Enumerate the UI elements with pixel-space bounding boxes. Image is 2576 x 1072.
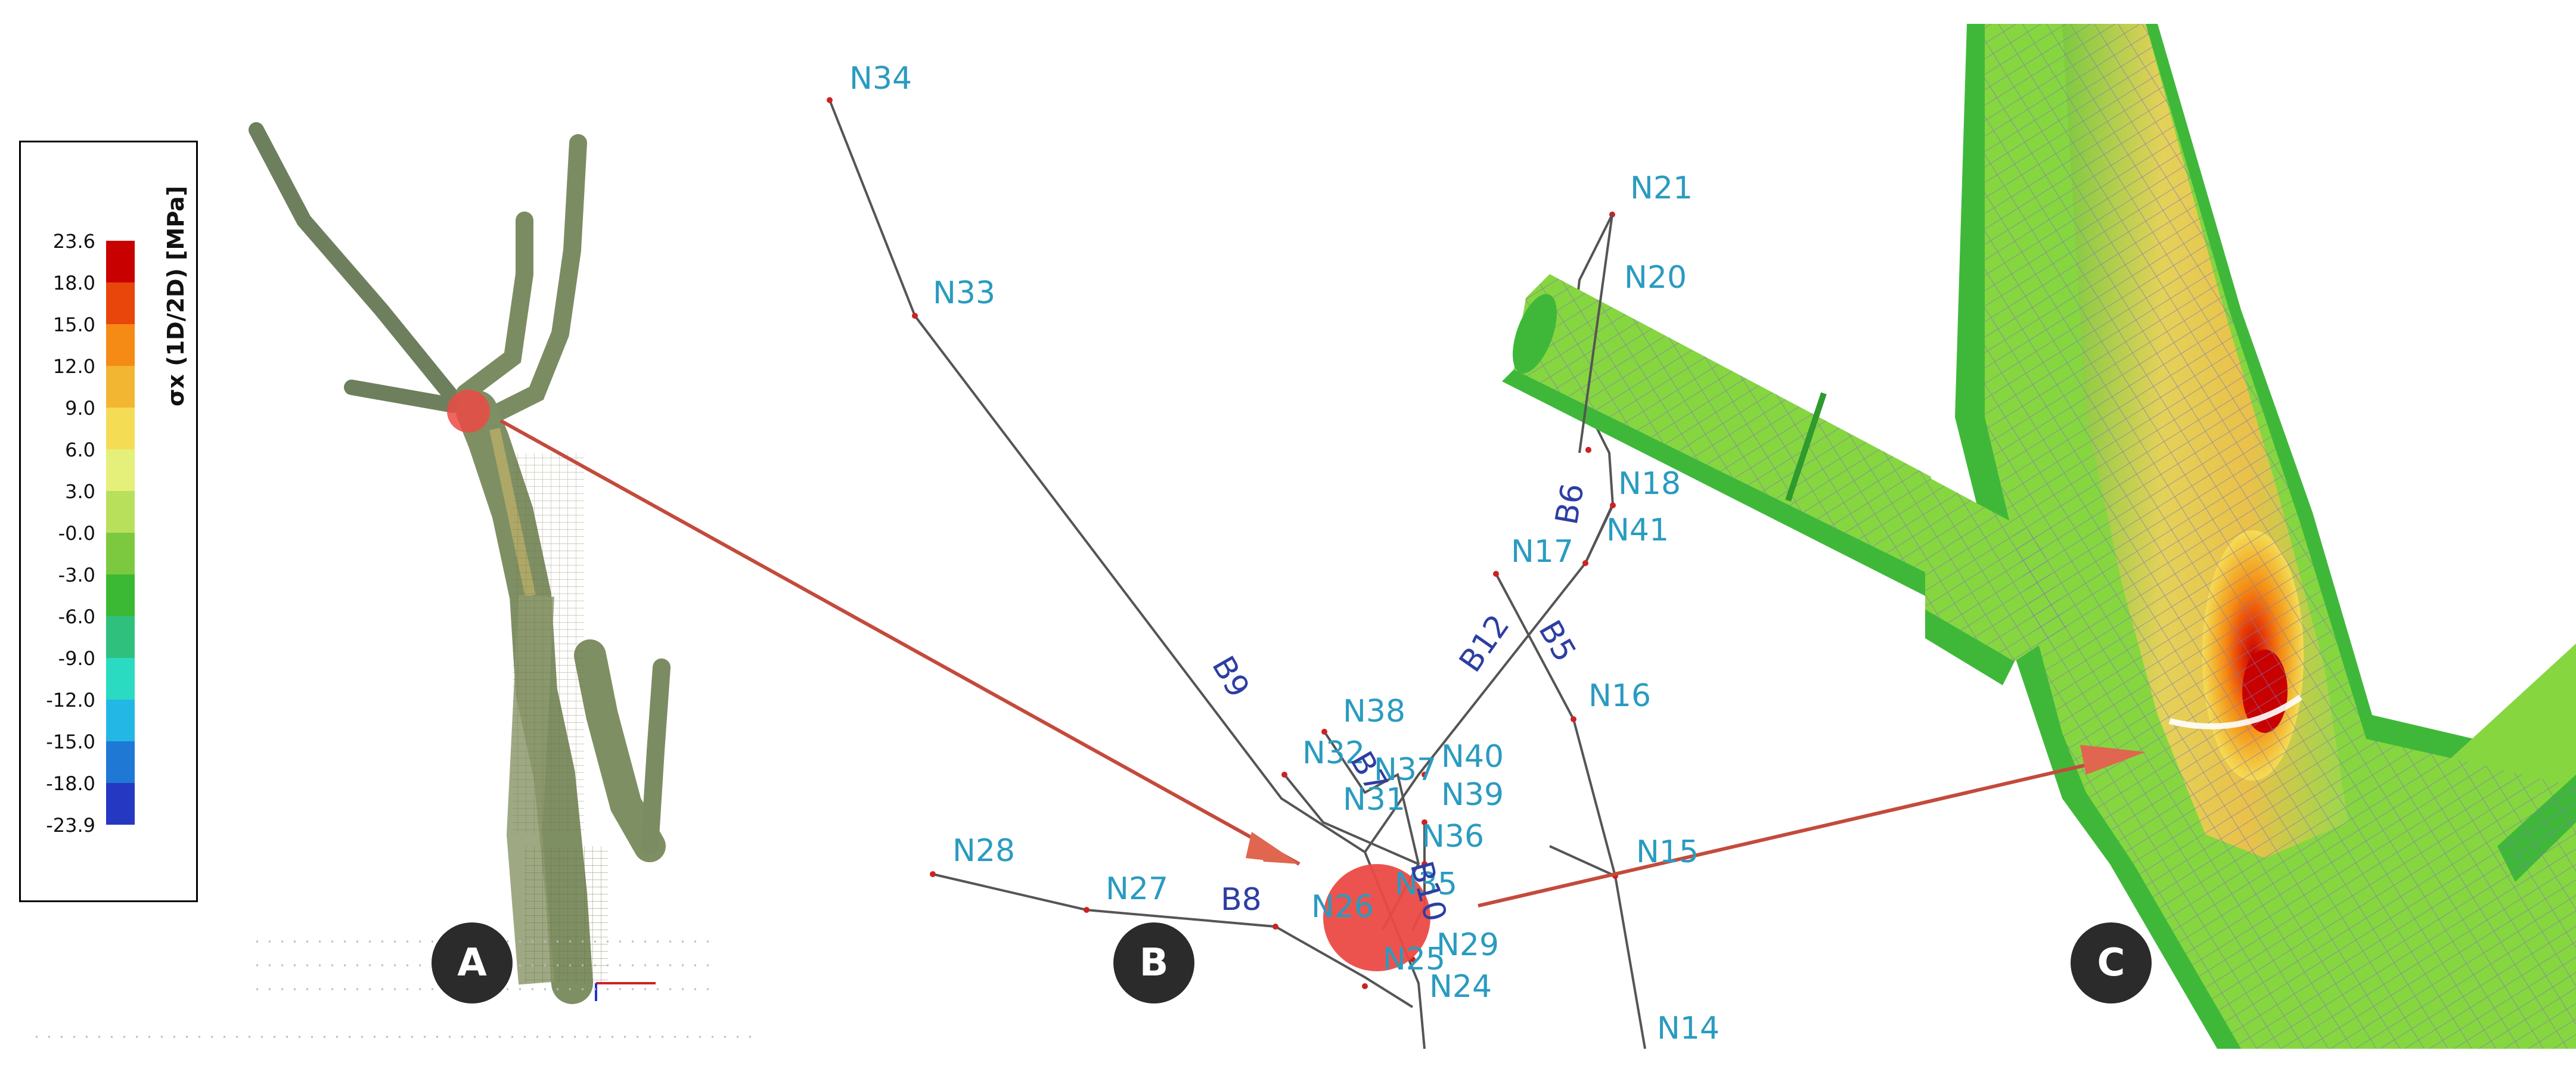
legend-tick-label: 3.0 [65, 480, 95, 503]
node-label-n39: N39 [1441, 777, 1504, 813]
panel-badge-c: C [2071, 922, 2152, 1003]
legend-tick-label: -0.0 [58, 522, 95, 545]
legend-swatch [106, 783, 135, 825]
node-label-n40: N40 [1441, 739, 1504, 775]
legend-title: σx (1D/2D) [MPa] [163, 185, 189, 406]
legend-swatch [106, 449, 135, 491]
legend-tick-label: -9.0 [58, 647, 95, 670]
legend-swatch [106, 533, 135, 574]
legend-tick-label: 23.6 [52, 230, 95, 253]
legend-swatch [106, 408, 135, 449]
legend-swatch [106, 366, 135, 408]
legend-swatch [106, 324, 135, 366]
node-label-n15: N15 [1636, 834, 1699, 870]
node-label-n26: N26 [1311, 889, 1374, 925]
legend-tick-label: 9.0 [65, 397, 95, 420]
node-label-n29: N29 [1436, 927, 1500, 963]
legend-tick-label: 6.0 [65, 439, 95, 461]
panel-c-branch [1502, 214, 1931, 596]
legend-tick-label: -6.0 [58, 605, 95, 628]
panel-c-shell-mesh [1925, 24, 2576, 1049]
node-label-n28: N28 [952, 833, 1016, 869]
node-label-n36: N36 [1422, 819, 1485, 855]
panel-badge-b: B [1113, 922, 1194, 1003]
legend-tick-label: -3.0 [58, 564, 95, 586]
panel-a-tree-model [36, 122, 751, 1038]
legend-swatch [106, 741, 135, 783]
panel-badge-a: A [432, 922, 513, 1003]
node-label-n14: N14 [1657, 1011, 1720, 1046]
legend-tick-label: -18.0 [46, 772, 95, 795]
node-label-n33: N33 [933, 275, 996, 311]
legend-tick-label: -12.0 [46, 689, 95, 711]
node-label-n16: N16 [1588, 678, 1652, 714]
node-label-n24: N24 [1429, 969, 1492, 1005]
legend-swatch [106, 574, 135, 616]
legend-tick-label: 12.0 [52, 355, 95, 378]
legend-swatch [106, 491, 135, 533]
legend-swatch [106, 241, 135, 282]
node-label-n20: N20 [1624, 260, 1687, 296]
legend-swatch [106, 700, 135, 741]
legend-tick-label: 15.0 [52, 313, 95, 336]
node-label-n27: N27 [1106, 871, 1169, 907]
beam-label-b8: B8 [1221, 882, 1262, 918]
legend-tick-label: -15.0 [46, 731, 95, 753]
legend-tick-label: -23.9 [46, 814, 95, 837]
node-label-n38: N38 [1343, 694, 1406, 729]
node-label-n21: N21 [1630, 170, 1693, 206]
legend-swatch [106, 282, 135, 324]
node-label-n41: N41 [1606, 512, 1669, 548]
node-label-n31: N31 [1343, 782, 1406, 818]
node-label-n18: N18 [1618, 466, 1681, 502]
node-label-n25: N25 [1383, 942, 1446, 977]
beam-label-b6: B6 [1548, 480, 1591, 528]
node-label-n32: N32 [1302, 735, 1365, 771]
panel-b-highlight [1323, 864, 1430, 971]
node-label-n35: N35 [1395, 866, 1458, 902]
node-label-n37: N37 [1374, 752, 1437, 788]
legend-swatch [106, 616, 135, 658]
node-label-n17: N17 [1511, 534, 1574, 570]
node-label-n34: N34 [849, 61, 913, 97]
legend-swatch [106, 658, 135, 700]
legend-tick-label: 18.0 [52, 272, 95, 294]
connector-arrows [499, 419, 2146, 908]
panel-b-node-points [827, 97, 1618, 989]
